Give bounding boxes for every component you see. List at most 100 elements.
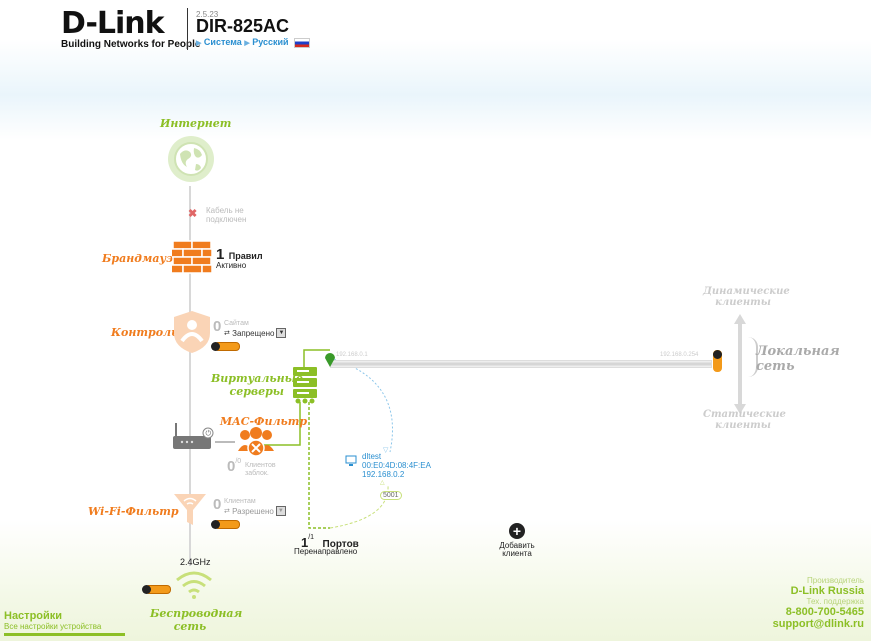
lan-ip-end: 192.168.0.254 xyxy=(660,352,699,358)
connector-lines xyxy=(260,349,393,529)
dynamic-clients-line1: Динамические xyxy=(703,286,790,297)
parental-control-icon[interactable] xyxy=(172,309,212,355)
control-status: 0 xyxy=(213,318,221,336)
firewall-label[interactable]: Брандмауэр xyxy=(102,252,181,265)
virtual-servers-label-line2: серверы xyxy=(229,385,285,398)
lan-ip-start: 192.168.0.1 xyxy=(336,352,368,358)
maker-label: Производитель xyxy=(807,576,864,585)
dlink-logo[interactable]: D-Link Building Networks for People xyxy=(61,6,201,51)
wireless-label-line2: сеть xyxy=(173,620,207,633)
cable-status-line1: Кабель не xyxy=(206,206,244,215)
wifi-filter-label[interactable]: Wi-Fi-Фильтр xyxy=(88,505,179,518)
wifi-filter-count: 0 xyxy=(213,496,222,513)
header-divider xyxy=(187,8,188,50)
virtual-servers-label[interactable]: Виртуальные серверы xyxy=(211,372,303,398)
vendor-info: Производитель D-Link Russia Тех. поддерж… xyxy=(773,576,864,630)
wifi-filter-toggle[interactable] xyxy=(211,520,240,529)
ports-state: Перенаправлено xyxy=(294,547,358,556)
wifi-filter-mode-select[interactable]: ⇄ Разрешено ▼ xyxy=(224,506,286,516)
system-menu-link[interactable]: Система xyxy=(203,37,242,47)
language-menu-link[interactable]: Русский xyxy=(252,37,289,47)
brand-tagline: Building Networks for People xyxy=(61,39,201,50)
virtual-servers-label-line1: Виртуальные xyxy=(211,372,303,385)
firmware-version: 2.5.23 xyxy=(196,10,219,19)
chevron-right-icon: ▶ xyxy=(244,40,250,47)
internet-label[interactable]: Интернет xyxy=(160,117,232,130)
mac-filter-total: /0 xyxy=(235,458,242,465)
arrow-down-icon: ▽ xyxy=(383,447,389,454)
firewall-status[interactable]: 1 Правил Активно xyxy=(216,246,263,270)
control-toggle[interactable] xyxy=(211,342,240,351)
up-down-arrow-icon xyxy=(734,314,746,414)
model-name: DIR-825AC xyxy=(196,16,290,36)
mac-filter-status: 0/0 xyxy=(227,458,241,476)
control-count: 0 xyxy=(213,318,222,335)
local-network-label[interactable]: Локальная сеть xyxy=(756,344,840,374)
chevron-right-icon: ▶ xyxy=(196,40,202,47)
firewall-rule-unit: Правил xyxy=(228,251,263,261)
maker-name[interactable]: D-Link Russia xyxy=(790,585,864,597)
local-network-line1: Локальная xyxy=(756,344,840,359)
ports-count: 1 xyxy=(301,535,309,550)
globe-icon[interactable] xyxy=(166,134,216,184)
add-client-icon[interactable]: + xyxy=(509,523,525,539)
blocked-users-icon[interactable] xyxy=(236,427,276,457)
settings-link[interactable]: Настройки Все настройки устройства xyxy=(4,610,125,636)
client-info[interactable]: dltest 00:E0:4D:08:4F:EA 192.168.0.2 xyxy=(362,452,431,479)
mac-filter-unit-line2: заблок. xyxy=(245,470,269,477)
cable-status-line2: подключен xyxy=(206,215,247,224)
dropdown-arrow-icon: ▼ xyxy=(276,328,287,338)
dynamic-clients-label[interactable]: Динамические клиенты xyxy=(703,286,790,308)
wireless-label[interactable]: Беспроводная сеть xyxy=(150,607,243,633)
svg-text:⏻: ⏻ xyxy=(206,430,212,438)
brand-name: D-Link xyxy=(61,6,165,41)
control-label[interactable]: Контроль xyxy=(111,326,179,339)
mac-filter-unit: Клиентов заблок. xyxy=(245,462,276,478)
static-clients-line2: клиенты xyxy=(715,420,771,431)
lan-brace xyxy=(746,337,758,377)
static-clients-line1: Статические xyxy=(703,409,786,420)
wifi-filter-funnel-icon[interactable] xyxy=(172,492,208,528)
settings-subtitle: Все настройки устройства xyxy=(4,622,102,631)
port-forwarding-status[interactable]: 1/1 Портов xyxy=(301,534,359,552)
add-client-line1: Добавить xyxy=(499,541,535,550)
client-port-badge[interactable]: 5001 xyxy=(380,491,402,500)
wifi-filter-mode-value: Разрешено xyxy=(232,506,274,516)
lan-toggle[interactable] xyxy=(713,350,722,372)
dropdown-arrow-icon: ▼ xyxy=(275,506,286,516)
wireless-toggle[interactable] xyxy=(142,585,171,594)
client-mac: 00:E0:4D:08:4F:EA xyxy=(362,461,431,470)
client-name: dltest xyxy=(362,452,382,461)
mac-filter-unit-line1: Клиентов xyxy=(245,462,276,469)
breadcrumb: ▶ Система ▶ Русский xyxy=(196,37,311,48)
client-ip: 192.168.0.2 xyxy=(362,470,405,479)
support-email[interactable]: support@dlink.ru xyxy=(772,618,864,630)
router-link-line xyxy=(215,441,235,443)
cable-status: Кабель не подключен xyxy=(206,206,246,224)
lan-pin-icon[interactable] xyxy=(324,351,336,368)
static-clients-label[interactable]: Статические клиенты xyxy=(703,409,786,431)
firewall-rule-count: 1 xyxy=(216,246,225,263)
wifi-icon[interactable] xyxy=(174,568,214,600)
server-stack-icon[interactable] xyxy=(292,366,318,404)
computer-icon[interactable] xyxy=(345,455,357,467)
wifi-filter-status: 0 xyxy=(213,496,221,514)
brick-wall-icon[interactable] xyxy=(172,240,212,274)
control-mode-select[interactable]: ⇄ Запрещено ▼ xyxy=(224,328,287,338)
russia-flag-icon xyxy=(294,37,311,48)
settings-title: Настройки xyxy=(4,610,63,622)
support-label: Тех. поддержка xyxy=(806,597,864,606)
wifi-band[interactable]: 2.4GHz xyxy=(180,557,211,567)
dynamic-clients-line2: клиенты xyxy=(715,297,771,308)
wireless-label-line1: Беспроводная xyxy=(150,607,243,620)
router-icon[interactable]: ⏻ xyxy=(172,420,216,452)
ports-total: /1 xyxy=(308,534,315,541)
mac-filter-count: 0 xyxy=(227,458,236,475)
add-client-button[interactable]: Добавить клиента xyxy=(491,542,543,558)
support-phone[interactable]: 8-800-700-5465 xyxy=(785,606,864,618)
disconnected-icon: ✖ xyxy=(188,208,198,220)
firewall-state: Активно xyxy=(216,261,247,270)
local-network-line2: сеть xyxy=(756,359,795,374)
mac-filter-label[interactable]: MAC-Фильтр xyxy=(220,415,308,428)
lan-range-bar xyxy=(330,360,712,368)
